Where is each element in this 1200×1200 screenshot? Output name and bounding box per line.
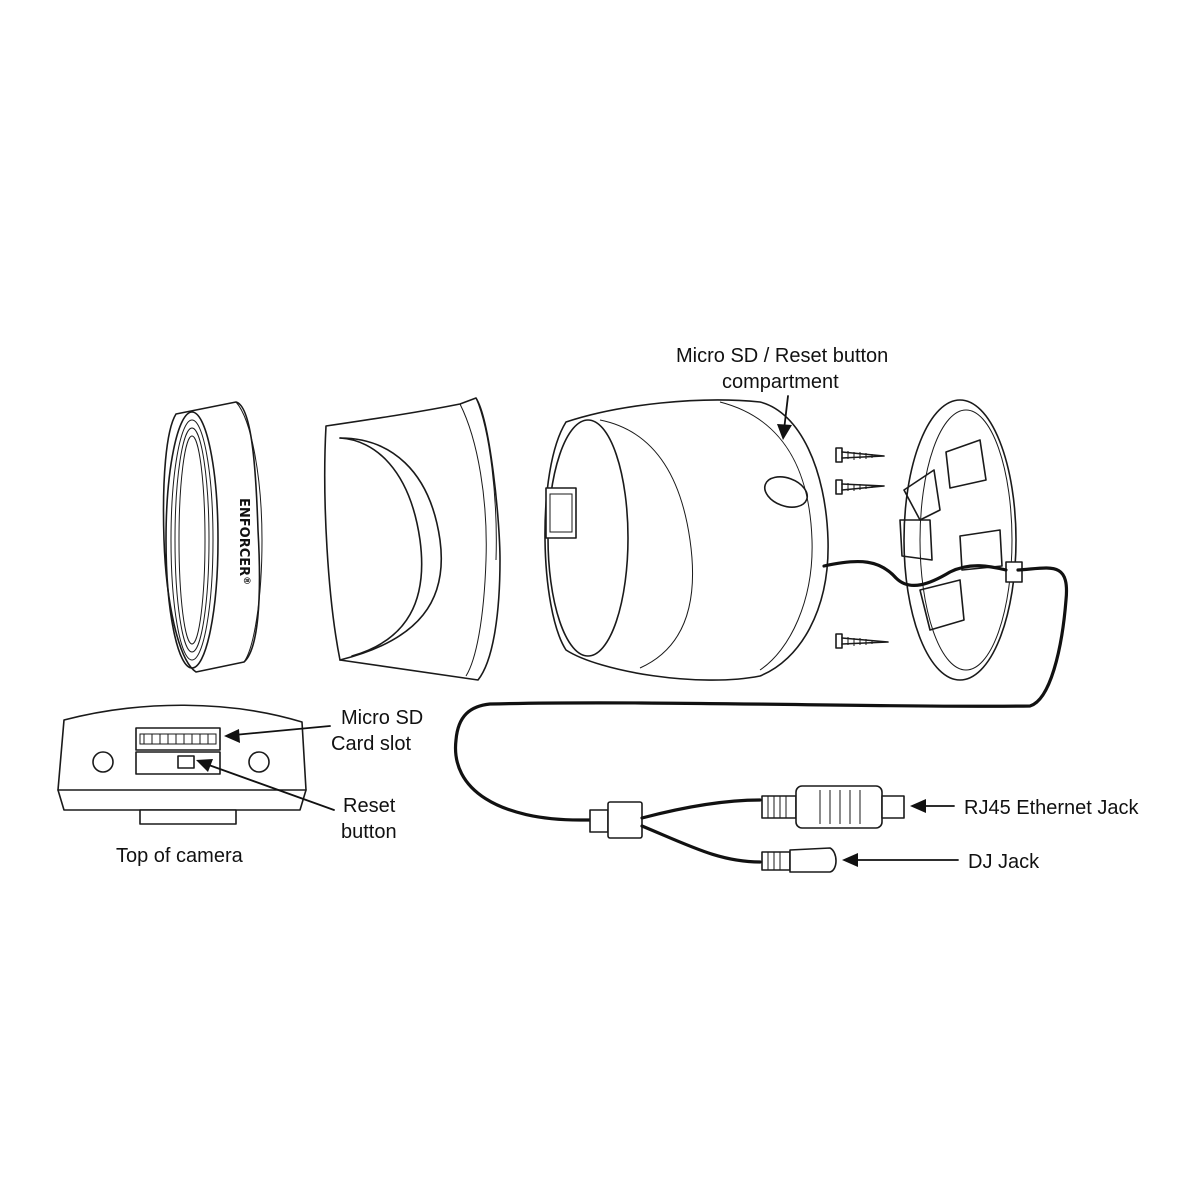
arrow-icon xyxy=(842,853,858,867)
arrow-icon xyxy=(910,799,926,813)
mounting-base xyxy=(899,399,1023,681)
screw-icon xyxy=(835,447,885,463)
reset-button xyxy=(177,755,195,769)
screw-icon xyxy=(835,633,889,649)
lens-module xyxy=(545,487,577,539)
rj45-jack xyxy=(761,785,905,829)
camera-ball xyxy=(544,399,829,681)
cable-splitter xyxy=(589,798,762,864)
top-of-camera-detail xyxy=(57,704,307,825)
top-of-camera-caption: Top of camera xyxy=(116,845,244,867)
screw-icon xyxy=(835,479,885,495)
compartment-label-line1: Micro SD / Reset button xyxy=(676,345,888,367)
arrow-icon xyxy=(196,759,213,772)
brand-logo: ENFORCER® xyxy=(236,498,251,585)
dj-jack xyxy=(761,847,837,873)
arrow-icon xyxy=(777,424,792,440)
reset-label-line2: button xyxy=(341,821,397,843)
micro-sd-card-slot xyxy=(135,727,221,751)
cable xyxy=(453,559,1069,822)
dj-jack-callout: DJ Jack xyxy=(842,851,1040,873)
dj-jack-label: DJ Jack xyxy=(968,851,1040,873)
rj45-callout: RJ45 Ethernet Jack xyxy=(910,797,1140,819)
sd-slot-label-line1: Micro SD xyxy=(341,707,423,729)
reset-callout: Reset button xyxy=(196,759,397,843)
reset-label-line1: Reset xyxy=(343,795,396,817)
sd-slot-label-line2: Card slot xyxy=(331,733,411,755)
sd-slot-callout: Micro SD Card slot xyxy=(224,707,423,755)
sunshield xyxy=(323,397,501,681)
compartment-cover xyxy=(763,476,809,508)
compartment-label-line2: compartment xyxy=(722,371,839,393)
trim-ring: ENFORCER® xyxy=(162,401,263,673)
compartment-callout: Micro SD / Reset button compartment xyxy=(676,345,888,440)
rj45-label: RJ45 Ethernet Jack xyxy=(964,797,1140,819)
arrow-icon xyxy=(224,729,240,743)
